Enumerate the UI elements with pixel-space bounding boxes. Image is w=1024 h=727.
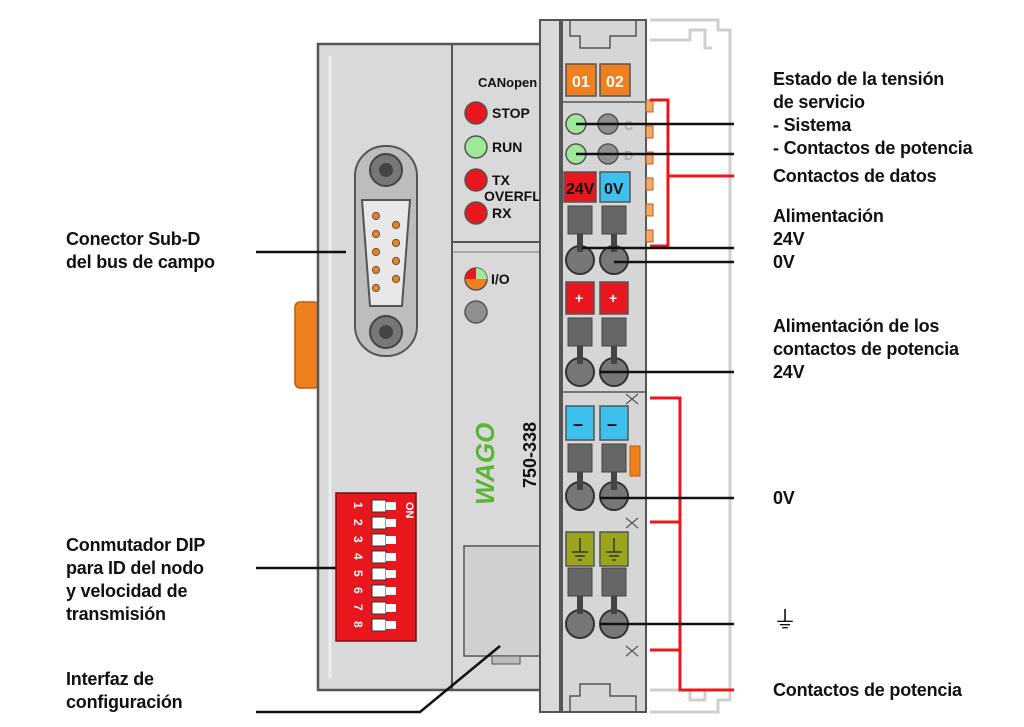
led-label-run: RUN [492, 139, 522, 155]
dip-on-label: ON [403, 502, 415, 519]
plus-tag-1: + [575, 290, 583, 306]
label-dip-4: transmisión [66, 604, 166, 624]
label-power-supply-1: Alimentación de los [773, 316, 940, 336]
supply-tag-24v: 24V [566, 181, 595, 198]
data-contacts [645, 99, 654, 243]
label-dip-2: para ID del nodo [66, 558, 204, 578]
supply-tag-0v: 0V [604, 181, 624, 198]
led-label-rx: RX [492, 205, 512, 221]
label-dip-3: y velocidad de [66, 581, 188, 601]
led-tx [464, 168, 488, 192]
label-config-1: Interfaz de [66, 669, 154, 689]
end-plate [650, 18, 732, 714]
label-supply-1: Alimentación [773, 206, 884, 226]
channel-tag-01: 01 [572, 74, 590, 91]
wago-logo: WAGO [470, 423, 500, 505]
label-ground-symbol: ⏚ [773, 607, 797, 634]
plus-tag-2: + [609, 290, 617, 306]
channel-tag-02: 02 [606, 74, 624, 91]
terminal-blocks [565, 205, 641, 657]
subd-connector [354, 145, 418, 357]
led-letter-c: C [624, 118, 634, 133]
label-power-contacts: Contactos de potencia [773, 680, 962, 700]
label-status-voltage-2: de servicio [773, 92, 865, 112]
svg-text:1: 1 [351, 502, 365, 509]
svg-text:5: 5 [351, 570, 365, 577]
svg-text:2: 2 [351, 519, 365, 526]
label-power-supply-2: contactos de potencia [773, 339, 959, 359]
led-unused [464, 300, 488, 324]
led-letter-d: D [624, 148, 633, 163]
svg-text:3: 3 [351, 536, 365, 543]
led-stop [464, 101, 488, 125]
svg-text:4: 4 [351, 553, 365, 560]
label-supply-24v: 24V [773, 229, 805, 249]
svg-text:6: 6 [351, 587, 365, 594]
label-status-system: - Sistema [773, 115, 852, 135]
contact-brackets [650, 98, 734, 692]
svg-text:7: 7 [351, 604, 365, 611]
dip-numbers: 1 2 3 4 5 6 7 8 [351, 502, 365, 628]
label-status-voltage-1: Estado de la tensión [773, 69, 945, 89]
label-data-contacts: Contactos de datos [773, 166, 937, 186]
label-subd-1: Conector Sub-D [66, 229, 201, 249]
status-leds [464, 101, 488, 324]
label-supply-0v: 0V [773, 252, 795, 272]
svg-text:8: 8 [351, 621, 365, 628]
config-port [463, 545, 549, 665]
minus-tag-1: – [573, 414, 583, 434]
led-run [464, 135, 488, 159]
leader-lines [256, 122, 734, 714]
label-0v: 0V [773, 488, 795, 508]
din-rail-clip [294, 301, 320, 389]
minus-tag-2: – [607, 414, 617, 434]
bus-name: CANopen [478, 75, 537, 90]
model-number: 750-338 [520, 422, 540, 488]
label-subd-2: del bus de campo [66, 252, 215, 272]
label-config-2: configuración [66, 692, 183, 712]
label-dip-1: Conmutador DIP [66, 535, 206, 555]
label-power-supply-24v: 24V [773, 362, 805, 382]
led-rx [464, 201, 488, 225]
dip-switch [335, 492, 417, 642]
led-label-stop: STOP [492, 105, 530, 121]
led-label-io: I/O [491, 271, 510, 287]
led-label-tx: TX [492, 172, 511, 188]
wago-logo-text: WAGO [470, 423, 500, 505]
label-status-power-contacts: - Contactos de potencia [773, 138, 973, 158]
